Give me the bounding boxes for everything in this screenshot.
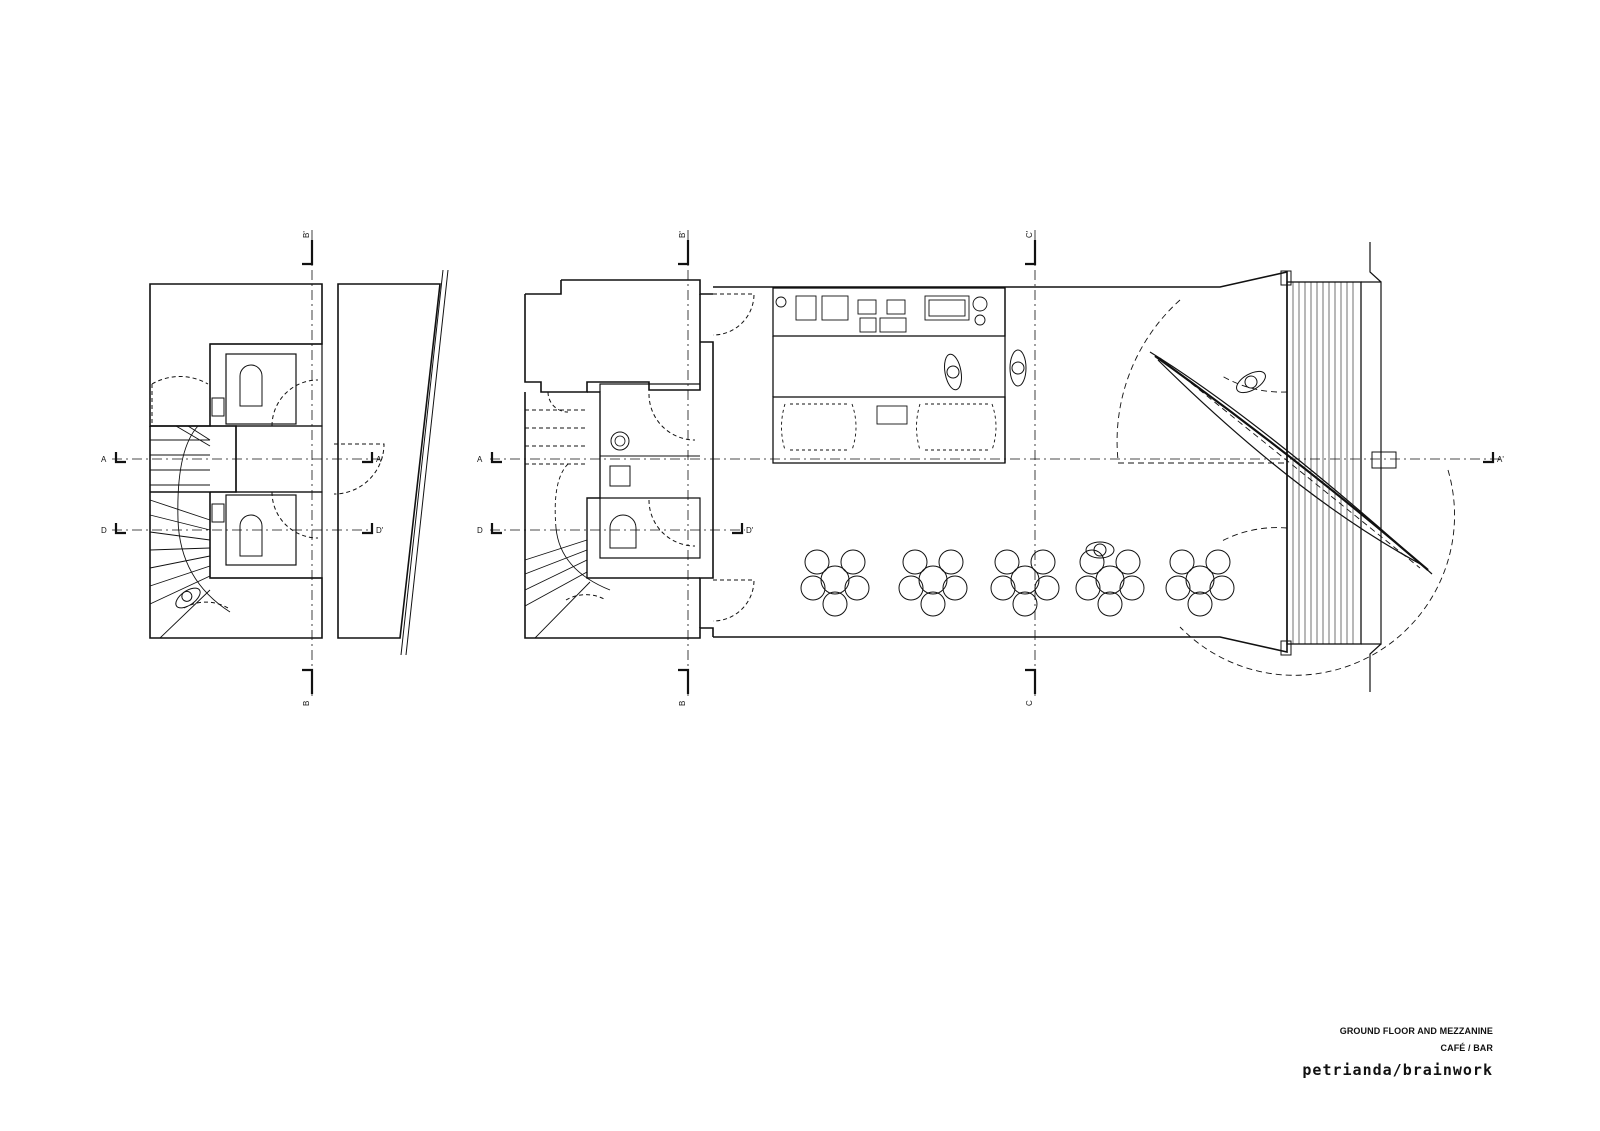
cafe-tables (800, 541, 1235, 617)
table-with-chairs-icon (990, 549, 1060, 617)
ground-floor-perimeter (713, 271, 1288, 653)
section-label-d-prime: D' (746, 526, 754, 535)
bar-back-counter (772, 287, 1006, 337)
ground-floor-wc-walls (586, 391, 700, 579)
person-figure-icon (1236, 370, 1266, 394)
section-markers (114, 240, 1495, 694)
drawing-title: GROUND FLOOR AND MEZZANINE (1339, 1026, 1493, 1036)
section-label-b-prime: B' (302, 231, 311, 238)
section-label-d: D (477, 526, 483, 535)
person-figure-icon (1085, 541, 1115, 559)
mezzanine-wc-upper (210, 343, 323, 427)
bartender-figure-icon (944, 353, 962, 391)
mezzanine-outer-wall (149, 426, 323, 639)
bar-front-counter (772, 396, 1006, 464)
section-label-a-prime: A' (376, 455, 383, 464)
pivot-facade (1116, 242, 1455, 692)
section-label-c: C (1025, 700, 1034, 706)
section-label-c-prime: C' (1025, 230, 1034, 238)
table-with-chairs-icon (1075, 549, 1145, 617)
mezzanine-right-wall (337, 283, 441, 639)
sink-icon (775, 296, 787, 308)
title-block: GROUND FLOOR AND MEZZANINE CAFÉ / BAR pe… (1302, 1023, 1493, 1079)
table-with-chairs-icon (800, 549, 870, 617)
ground-floor-plan (490, 230, 1500, 696)
section-label-a: A (477, 455, 483, 464)
section-labels: A D A' D' B' B A D D' A' B' B C' C (101, 230, 1504, 706)
drawing-subtitle: CAFÉ / BAR (1440, 1043, 1493, 1053)
section-label-a: A (101, 455, 107, 464)
section-label-b: B (678, 701, 687, 706)
section-label-b-prime: B' (678, 231, 687, 238)
table-with-chairs-icon (898, 549, 968, 617)
section-label-d-prime: D' (376, 526, 384, 535)
firm-logo: petrianda/brainwork (1302, 1061, 1493, 1079)
bartender-figure-icon (1009, 349, 1027, 387)
person-figure-icon (175, 587, 201, 609)
ground-floor-left-wall (561, 279, 713, 295)
section-label-b: B (302, 701, 311, 706)
mezzanine-plan (112, 230, 449, 696)
table-with-chairs-icon (1165, 549, 1235, 617)
section-label-a-prime: A' (1497, 455, 1504, 464)
section-label-d: D (101, 526, 107, 535)
